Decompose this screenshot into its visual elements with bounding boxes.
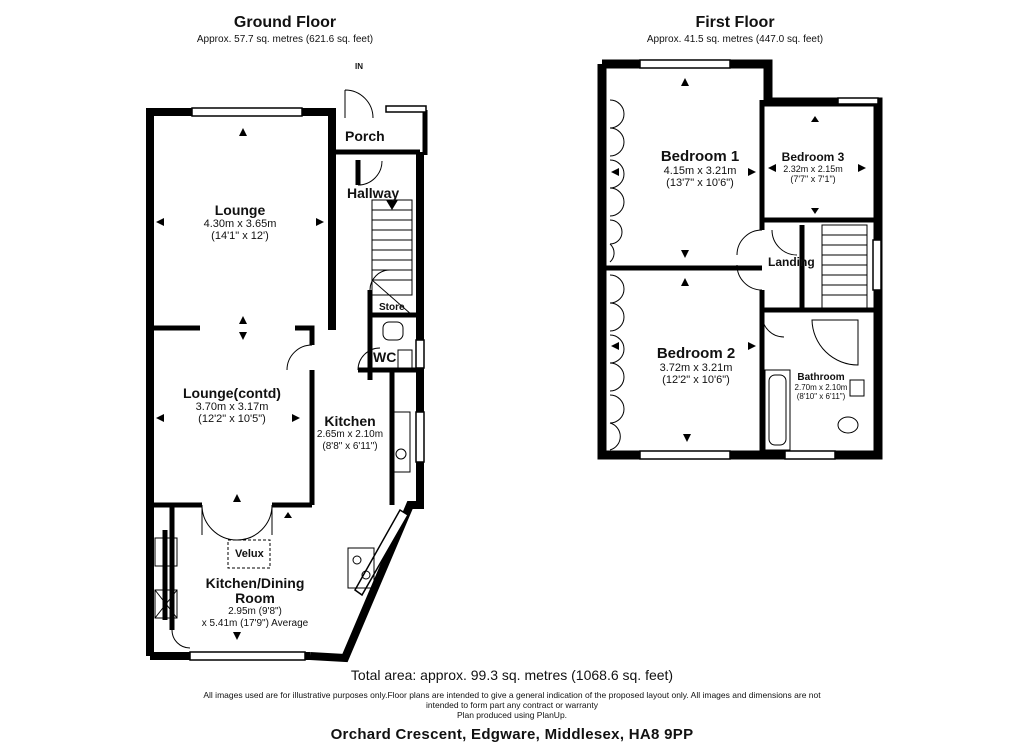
lounge-contd-name: Lounge(contd) [183,385,281,401]
lounge-contd-dim-ft: (12'2" x 10'5") [198,413,266,425]
bedroom1-room: Bedroom 1 4.15m x 3.21m (13'7" x 10'6") [640,148,760,189]
kitchen-dining-room: Kitchen/Dining Room 2.95m (9'8") x 5.41m… [190,576,320,630]
first-floor-title: First Floor [695,14,775,31]
disclaimer-line-3: Plan produced using PlanUp. [456,710,568,720]
lounge-dim-m: 4.30m x 3.65m [203,218,277,230]
property-address: Orchard Crescent, Edgware, Middlesex, HA… [330,726,694,743]
lounge-dim-ft: (14'1" x 12') [211,230,269,242]
bedroom3-dim-ft: (7'7" x 7'1") [790,174,836,184]
velux-label: Velux [235,548,264,560]
ground-stairs [371,199,413,316]
bathroom-room: Bathroom 2.70m x 2.10m (8'10" x 6'11") [790,372,852,401]
first-windows [639,59,882,460]
kitchen-room: Kitchen 2.65m x 2.10m (8'8" x 6'11") [310,413,390,453]
kitchen-dining-name-2: Room [235,590,275,606]
bedroom3-dim-m: 2.32m x 2.15m [783,164,843,174]
ground-floor-title: Ground Floor [233,14,337,31]
disclaimer: All images used are for illustrative pur… [112,690,912,720]
bathroom-dim-ft: (8'10" x 6'11") [796,392,846,401]
bedroom1-name: Bedroom 1 [660,148,740,165]
lounge-room: Lounge 4.30m x 3.65m (14'1" x 12') [180,202,300,242]
kitchen-name: Kitchen [324,413,376,429]
kitchen-dining-dim-2: x 5.41m (17'9") Average [201,618,309,629]
landing-label: Landing [768,255,815,269]
hallway-label: Hallway [347,185,400,201]
bathroom-fixtures [764,319,865,451]
ground-fixtures [154,321,413,619]
first-floor-area: Approx. 41.5 sq. metres (447.0 sq. feet) [646,34,824,45]
store-label: Store [379,302,405,313]
bedroom2-dim-m: 3.72m x 3.21m [659,362,733,374]
ground-doors [171,89,391,649]
disclaimer-line-2: intended to form part any contract or wa… [426,700,598,710]
wc-label: WC [373,349,397,365]
kitchen-dim-ft: (8'8" x 6'11") [322,441,378,452]
bedroom2-room: Bedroom 2 3.72m x 3.21m (12'2" x 10'6") [636,345,756,386]
porch-label: Porch [345,128,385,144]
first-wardrobes [609,99,625,451]
bedroom3-room: Bedroom 3 2.32m x 2.15m (7'7" x 7'1") [768,150,858,184]
disclaimer-line-1: All images used are for illustrative pur… [203,690,821,700]
bedroom1-dim-ft: (13'7" x 10'6") [666,177,734,189]
kitchen-dining-dim-1: 2.95m (9'8") [228,606,282,617]
first-stairs [821,224,868,311]
bedroom3-name: Bedroom 3 [781,150,845,164]
kitchen-dim-m: 2.65m x 2.10m [316,429,384,440]
total-area: Total area: approx. 99.3 sq. metres (106… [350,667,674,683]
bedroom2-name: Bedroom 2 [656,345,736,362]
ground-floor-area: Approx. 57.7 sq. metres (621.6 sq. feet) [196,34,374,45]
bedroom2-dim-ft: (12'2" x 10'6") [662,374,730,386]
lounge-contd-room: Lounge(contd) 3.70m x 3.17m (12'2" x 10'… [167,385,297,425]
lounge-contd-dim-m: 3.70m x 3.17m [195,401,269,413]
ground-windows [189,105,427,661]
entrance-label: IN [355,62,363,71]
bedroom1-dim-m: 4.15m x 3.21m [663,165,737,177]
first-doors [736,229,798,338]
direction-markers [156,78,866,640]
lounge-name: Lounge [214,202,266,218]
kitchen-dining-name-1: Kitchen/Dining [205,575,305,591]
bathroom-name: Bathroom [797,372,845,383]
bathroom-dim-m: 2.70m x 2.10m [794,383,848,392]
